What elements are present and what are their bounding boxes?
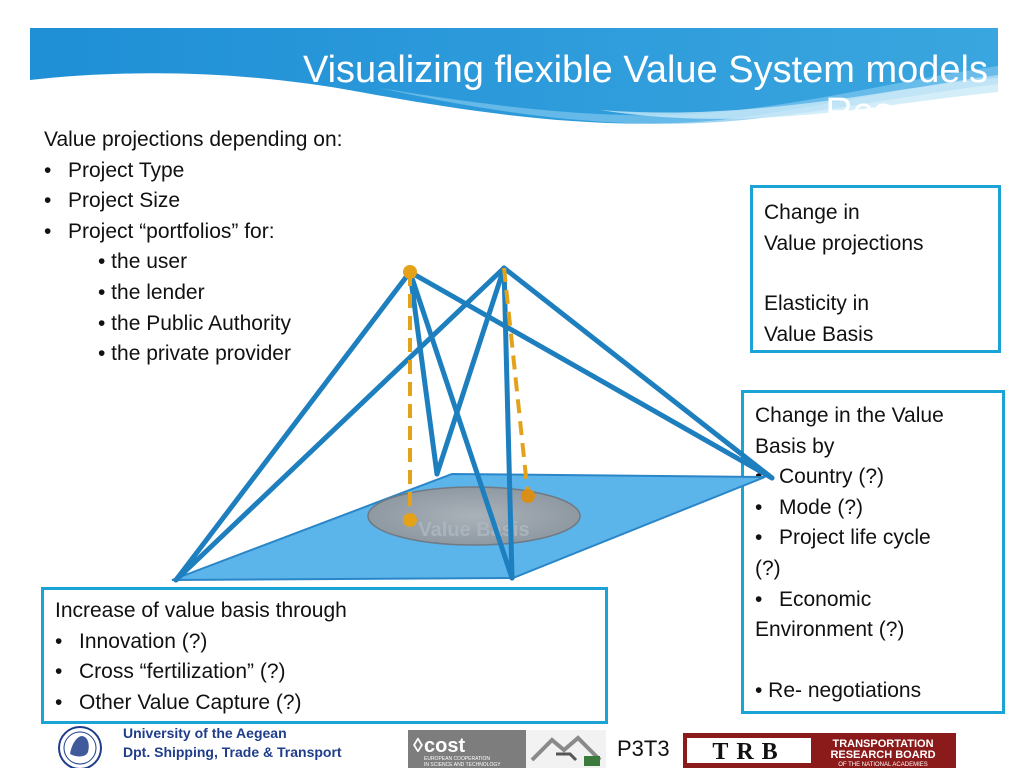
box-bullet: • Cross “fertilization” (?) — [55, 657, 597, 688]
base-node — [403, 513, 417, 527]
bullet-mark: • — [755, 465, 763, 489]
base-node — [521, 489, 535, 503]
slide-title-line2: Research — [825, 91, 988, 133]
svg-text:◊: ◊ — [413, 735, 423, 757]
box-line: Change in — [764, 201, 860, 224]
edge-line — [434, 265, 507, 477]
box-line: • Re- negotiations — [755, 678, 922, 702]
intro-sub-bullet: • the user — [98, 250, 188, 274]
box-line: Basis by — [755, 434, 835, 458]
handshake-icon — [526, 730, 606, 768]
svg-text:OF THE NATIONAL ACADEMIES: OF THE NATIONAL ACADEMIES — [838, 762, 928, 768]
intro-bullet-text: Project Size — [68, 189, 181, 213]
box-bullet: • Project life cycle — [755, 523, 994, 554]
bullet-mark: • — [55, 660, 63, 684]
edge-line — [501, 265, 515, 581]
intro-bullet-text: Project Type — [68, 158, 185, 182]
intro-bullet: • Project Type — [44, 156, 343, 187]
cost-logo: cost ◊ EUROPEAN COOPERATION IN SCIENCE A… — [408, 730, 526, 768]
intro-sub-bullet: • the Public Authority — [98, 311, 291, 335]
bullet-mark: • — [44, 219, 52, 243]
svg-text:EUROPEAN COOPERATION: EUROPEAN COOPERATION — [424, 756, 490, 762]
university-seal-logo — [58, 726, 102, 768]
apex-node — [403, 265, 417, 279]
svg-text:TRANSPORTATION: TRANSPORTATION — [832, 738, 933, 750]
box-bullet: • Mode (?) — [755, 493, 994, 524]
header-banner — [30, 28, 998, 124]
edge-line — [407, 269, 775, 481]
spacer — [764, 259, 988, 289]
edge-line — [407, 269, 440, 477]
edge-line — [501, 265, 775, 481]
elasticity-box: Change in Value projections Elasticity i… — [750, 185, 1001, 353]
intro-sub-bullet: • the private provider — [98, 342, 291, 366]
box-line: Environment (?) — [755, 618, 905, 642]
intro-bullet: • Project Size — [44, 186, 343, 217]
box-bullet-text: Mode (?) — [779, 495, 864, 519]
box-line: Change in the Value — [755, 404, 944, 427]
bullet-mark: • — [755, 587, 763, 611]
svg-text:cost: cost — [424, 735, 465, 757]
value-increase-box: Increase of value basis through • Innovat… — [41, 587, 608, 724]
bullet-mark: • — [755, 495, 763, 519]
box-line: Elasticity in — [764, 292, 870, 316]
footer-university: University of the Aegean — [123, 725, 287, 741]
intro-list: Value projections depending on: • Project… — [44, 125, 343, 370]
value-basis-ellipse — [367, 486, 581, 546]
svg-text:RESEARCH BOARD: RESEARCH BOARD — [830, 749, 935, 761]
box-line: (?) — [755, 556, 781, 580]
slide-title: Visualizing flexible Value System models — [302, 49, 988, 91]
box-bullet: • Innovation (?) — [55, 627, 597, 658]
svg-text:IN SCIENCE AND TECHNOLOGY: IN SCIENCE AND TECHNOLOGY — [424, 762, 501, 768]
intro-heading: Value projections depending on: — [44, 128, 343, 151]
box-heading: Increase of value basis through — [55, 599, 347, 622]
bullet-mark: • — [44, 158, 52, 182]
value-basis-change-box: Change in the Value Basis by • Country (?… — [741, 390, 1005, 714]
box-bullet-text: Cross “fertilization” (?) — [79, 660, 286, 684]
box-bullet-text: Innovation (?) — [79, 629, 208, 653]
edge-line — [407, 269, 515, 581]
box-bullet-text: Economic — [779, 587, 872, 611]
box-bullet: • Other Value Capture (?) — [55, 688, 597, 719]
box-bullet-text: Project life cycle — [779, 526, 931, 550]
box-line: Value Basis — [764, 322, 874, 346]
bullet-mark: • — [755, 526, 763, 550]
bullet-mark: • — [44, 189, 52, 213]
base-plane — [171, 472, 766, 581]
dashed-projection — [502, 267, 530, 497]
svg-text:TRB: TRB — [712, 739, 785, 765]
value-basis-label: Value Basis — [418, 519, 529, 541]
intro-sub-bullet: • the lender — [98, 280, 205, 304]
trb-logo: TRB TRANSPORTATION RESEARCH BOARD OF THE… — [683, 733, 956, 768]
box-bullet-text: Other Value Capture (?) — [79, 690, 302, 714]
box-bullet: • Country (?) — [755, 462, 994, 493]
box-line: Value projections — [764, 231, 924, 255]
projection-lines — [408, 267, 530, 520]
action-code-label: P3T3 — [617, 736, 670, 761]
spacer — [755, 646, 994, 676]
intro-bullet: • Project “portfolios” for: — [44, 217, 343, 248]
footer-department: Dpt. Shipping, Trade & Transport — [123, 744, 342, 760]
bullet-mark: • — [55, 690, 63, 714]
intro-bullet-text: Project “portfolios” for: — [68, 219, 275, 243]
bullet-mark: • — [55, 629, 63, 653]
box-bullet: • Economic — [755, 585, 994, 616]
box-bullet-text: Country (?) — [779, 465, 885, 489]
